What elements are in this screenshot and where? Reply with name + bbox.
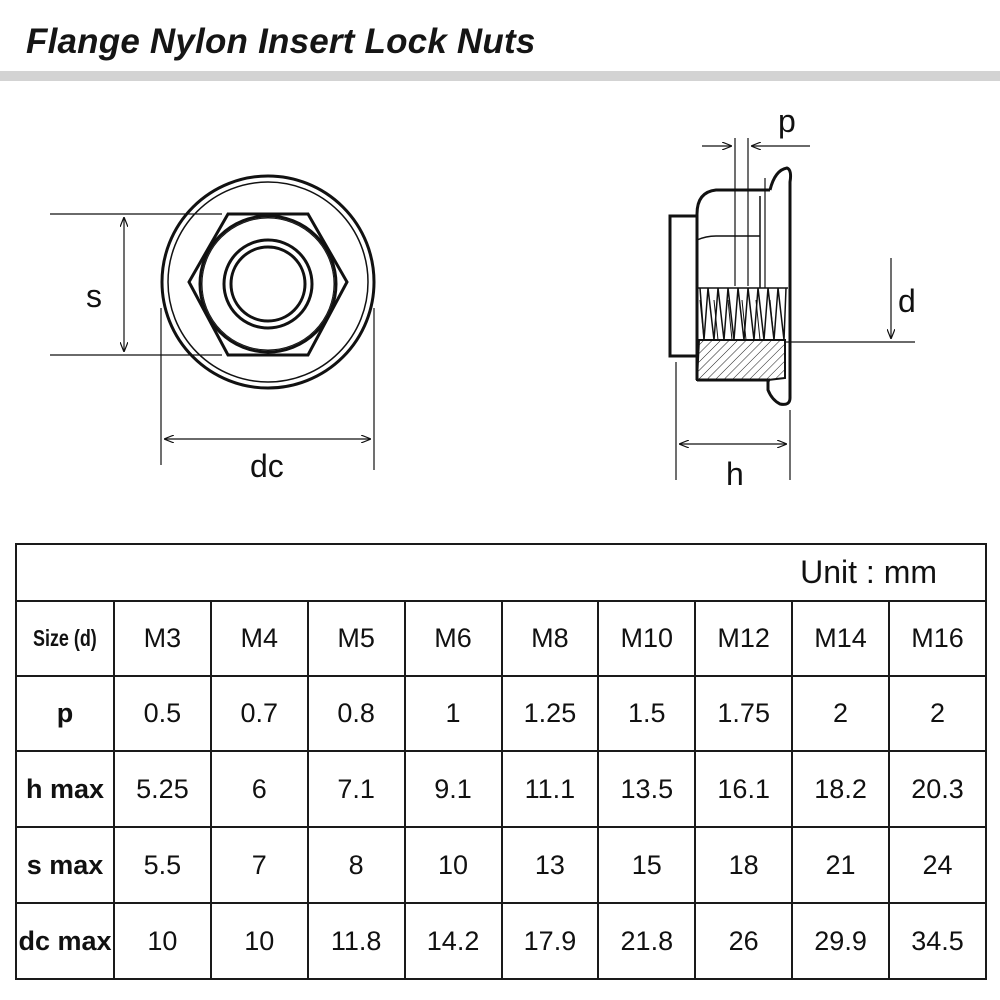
value-cell: 21 — [791, 826, 890, 905]
size-cell: M3 — [113, 599, 212, 677]
d-dimension-label: d — [898, 283, 916, 319]
value-cell: 10 — [113, 902, 212, 980]
value-cell: 21.8 — [597, 902, 697, 980]
value-cell: 1.5 — [597, 674, 697, 753]
flange-inner-circle — [167, 181, 369, 383]
size-cell: M14 — [791, 599, 890, 677]
value-cell: 26 — [694, 902, 794, 980]
value-cell: 1.75 — [694, 674, 794, 753]
value-cell: 16.1 — [694, 750, 794, 829]
h-dimension-label: h — [726, 456, 744, 492]
size-cell: M5 — [306, 599, 406, 677]
unit-row: Unit : mm — [15, 543, 987, 602]
value-cell: 7.1 — [306, 750, 406, 829]
value-cell: 24 — [888, 826, 987, 905]
value-cell: 17.9 — [500, 902, 600, 980]
value-cell: 5.25 — [113, 750, 212, 829]
value-cell: 6 — [209, 750, 309, 829]
size-cell: M8 — [500, 599, 600, 677]
value-cell: 0.5 — [113, 674, 212, 753]
s-dimension-label: s — [86, 278, 102, 314]
value-cell: 29.9 — [791, 902, 890, 980]
dc-dimension — [160, 308, 375, 470]
unit-label: Unit : mm — [15, 543, 987, 602]
row-header-cell: s max — [15, 826, 115, 905]
value-cell: 10 — [403, 826, 503, 905]
flange-outer-circle — [160, 174, 376, 390]
value-cell: 20.3 — [888, 750, 987, 829]
hex-outline — [187, 212, 349, 357]
nut-top-view — [160, 174, 376, 390]
value-cell: 1 — [403, 674, 503, 753]
value-cell: 34.5 — [888, 902, 987, 980]
size-header-label: Size (d) — [33, 624, 97, 651]
title-underline-bar — [0, 71, 1000, 81]
value-cell: 2 — [888, 674, 987, 753]
h-dimension — [675, 362, 791, 480]
value-cell: 5.5 — [113, 826, 212, 905]
nut-side-view — [668, 166, 793, 406]
value-cell: 18 — [694, 826, 794, 905]
value-cell: 0.7 — [209, 674, 309, 753]
page-title: Flange Nylon Insert Lock Nuts — [26, 22, 536, 61]
s-dimension — [50, 213, 222, 356]
p-dimension-label: p — [778, 103, 796, 139]
hex-body-top — [695, 188, 770, 215]
value-cell: 0.8 — [306, 674, 406, 753]
value-cell: 11.1 — [500, 750, 600, 829]
row-header-cell: h max — [15, 750, 115, 829]
hex-chamfer-circle — [198, 214, 338, 354]
value-cell: 8 — [306, 826, 406, 905]
size-cell: M6 — [403, 599, 503, 677]
row-header-cell: dc max — [15, 902, 115, 980]
value-cell: 7 — [209, 826, 309, 905]
nut-technical-drawing: s dc p d — [50, 103, 916, 492]
value-cell: 9.1 — [403, 750, 503, 829]
hatched-section — [695, 339, 786, 381]
value-cell: 15 — [597, 826, 697, 905]
p-dimension — [702, 138, 810, 286]
size-header-cell: Size (d) — [15, 599, 115, 677]
flange-profile — [766, 166, 793, 406]
size-cell: M4 — [209, 599, 309, 677]
value-cell: 2 — [791, 674, 890, 753]
size-cell: M16 — [888, 599, 987, 677]
bore-inner-circle — [229, 245, 307, 323]
value-cell: 1.25 — [500, 674, 600, 753]
size-cell: M10 — [597, 599, 697, 677]
d-dimension — [786, 258, 915, 343]
value-cell: 10 — [209, 902, 309, 980]
size-cell: M12 — [694, 599, 794, 677]
dc-dimension-label: dc — [250, 448, 284, 484]
row-header-cell: p — [15, 674, 115, 753]
bore-outer-circle — [222, 238, 314, 330]
value-cell: 13.5 — [597, 750, 697, 829]
nylon-insert-ring — [668, 214, 699, 358]
value-cell: 11.8 — [306, 902, 406, 980]
value-cell: 18.2 — [791, 750, 890, 829]
hex-chamfer-inner — [201, 217, 335, 351]
value-cell: 13 — [500, 826, 600, 905]
value-cell: 14.2 — [403, 902, 503, 980]
